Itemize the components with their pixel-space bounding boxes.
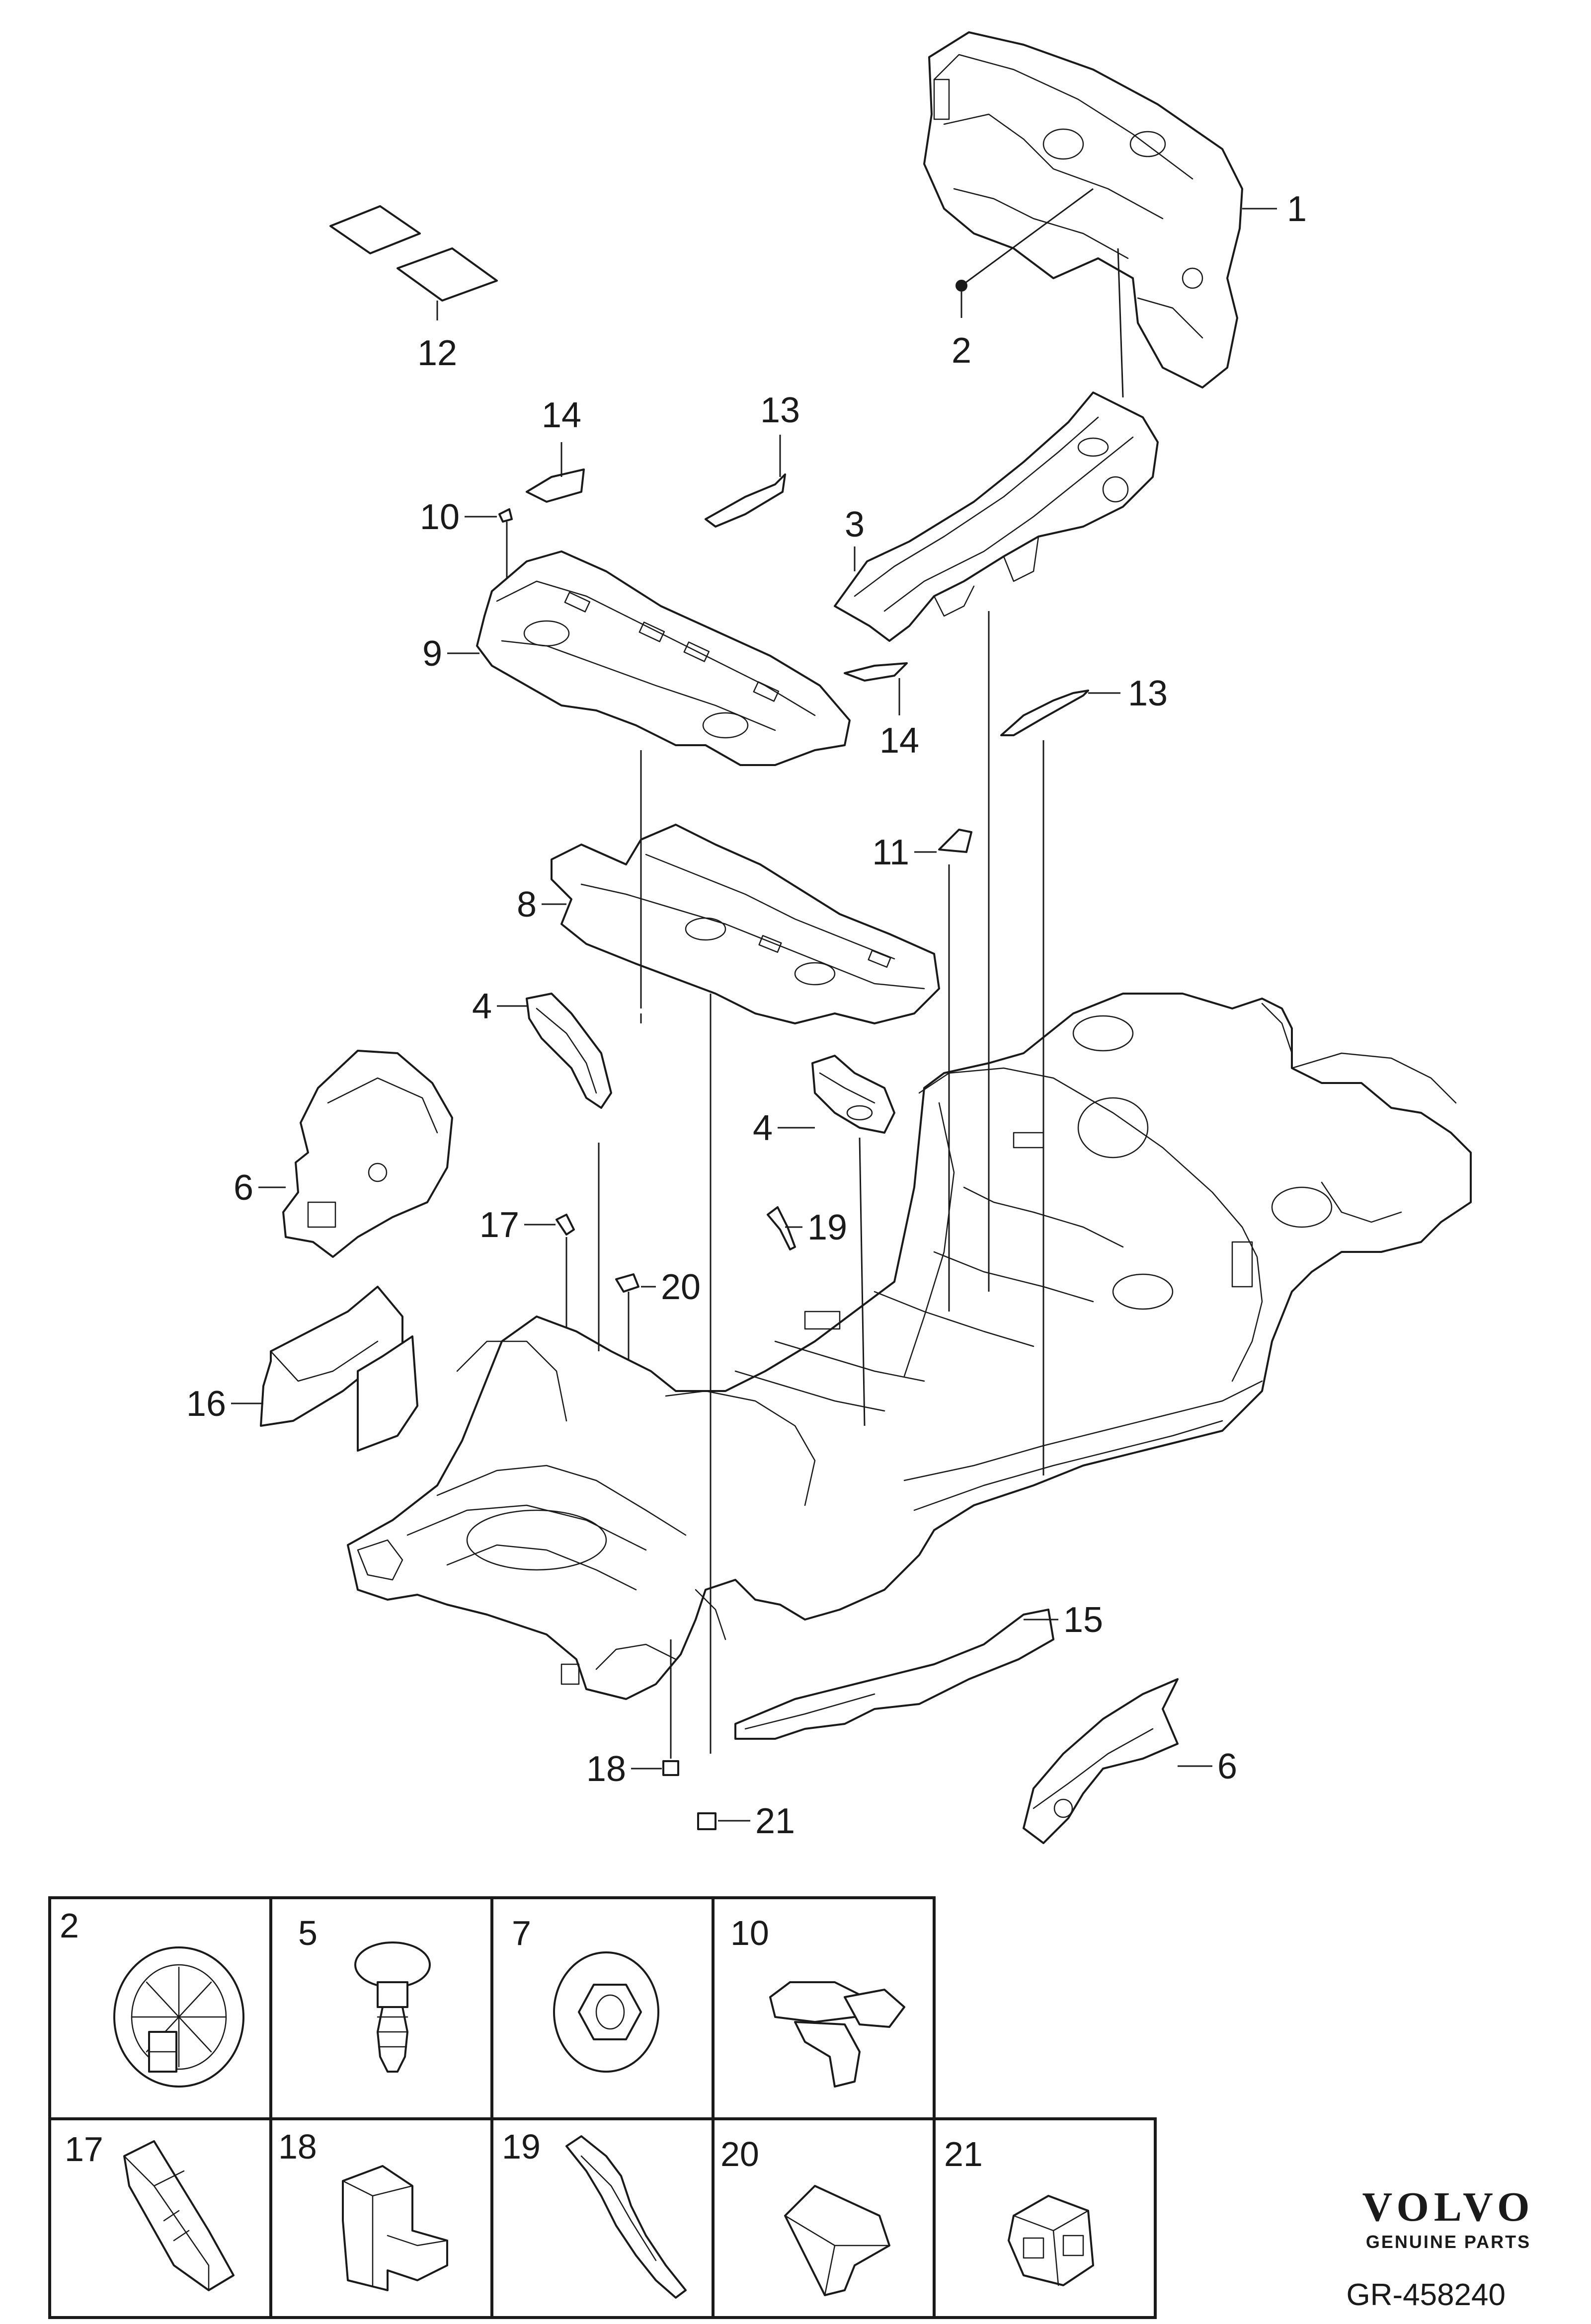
part-17-block	[524, 1214, 575, 1331]
callout-6-upper: 6	[234, 1168, 253, 1208]
legend-number-20: 20	[720, 2135, 759, 2173]
diagram-reference: GR-458240	[1346, 2278, 1506, 2312]
brand-tagline: GENUINE PARTS	[1366, 2232, 1531, 2252]
part-13-upper	[705, 435, 786, 528]
part-12-pads	[329, 205, 498, 320]
legend-cell-5: 5	[298, 1914, 431, 2073]
panel-clip-icon	[769, 1981, 905, 2088]
part-6-upper	[258, 1050, 453, 1258]
legend-number-10: 10	[730, 1914, 769, 1952]
part-16-insulation-block	[231, 1286, 418, 1452]
legend-number-5: 5	[298, 1914, 318, 1952]
part-13-lower	[1000, 690, 1120, 736]
volvo-logo: VOLVO GENUINE PARTS	[1362, 2184, 1535, 2252]
callout-13-upper: 13	[760, 390, 800, 430]
part-4-left	[497, 993, 612, 1109]
callout-20: 20	[661, 1267, 701, 1307]
callout-18: 18	[586, 1749, 626, 1789]
callout-10: 10	[420, 497, 460, 537]
brand-name: VOLVO	[1362, 2184, 1535, 2230]
callout-16: 16	[186, 1384, 226, 1424]
callout-17: 17	[479, 1205, 519, 1245]
part-9-floor-insulation-front	[447, 550, 851, 766]
push-rivet-icon	[354, 1941, 431, 2073]
callout-1: 1	[1287, 189, 1307, 229]
callout-9: 9	[422, 634, 442, 674]
legend-cell-18: 18	[278, 2127, 448, 2291]
part-4-right	[778, 1055, 895, 1134]
callout-3: 3	[845, 505, 865, 544]
part-19-strip	[767, 1206, 802, 1250]
part-11-patch	[914, 829, 972, 853]
wedge-clip-icon	[784, 2185, 890, 2296]
callout-4-right: 4	[753, 1108, 773, 1148]
callout-15: 15	[1063, 1600, 1103, 1640]
part-1-firewall-insulation	[923, 31, 1277, 388]
part-21-clip	[697, 1812, 750, 1830]
callout-21: 21	[755, 1801, 795, 1841]
callout-19: 19	[807, 1208, 847, 1247]
clamp-clip-icon	[1008, 2195, 1094, 2286]
part-14-upper	[526, 442, 585, 503]
legend-cell-7: 7	[512, 1914, 659, 2073]
legend-number-18: 18	[278, 2127, 317, 2166]
legend-cell-20: 20	[720, 2135, 890, 2296]
foam-block-icon	[123, 2140, 235, 2291]
body-in-white-floor	[347, 248, 1472, 1754]
round-clip-icon	[113, 1946, 244, 2088]
part-15-sill-insulation	[734, 1609, 1058, 1740]
callout-4-left: 4	[472, 987, 492, 1026]
legend-number-19: 19	[502, 2127, 541, 2166]
callout-12: 12	[417, 333, 457, 373]
part-10-clip	[465, 508, 513, 586]
callout-11: 11	[872, 833, 909, 872]
legend-number-21: 21	[944, 2135, 983, 2173]
fastener-legend-grid-row2	[48, 2117, 1157, 2319]
part-3-tunnel-insulation	[834, 391, 1159, 642]
part-18-clip	[631, 1639, 679, 1776]
legend-cell-19: 19	[502, 2127, 687, 2299]
foam-strip-icon	[565, 2135, 687, 2299]
callout-6-lower: 6	[1217, 1747, 1237, 1786]
part-2-clip-marker	[955, 188, 1094, 318]
legend-number-7: 7	[512, 1914, 531, 1952]
part-14-lower	[844, 662, 908, 715]
callout-14-lower: 14	[879, 721, 919, 761]
flange-nut-icon	[553, 1951, 659, 2073]
callout-14-upper: 14	[542, 395, 581, 435]
legend-cell-10: 10	[730, 1914, 905, 2088]
bracket-clip-icon	[342, 2165, 448, 2291]
legend-cell-2: 2	[60, 1906, 244, 2088]
legend-cell-21: 21	[944, 2135, 1094, 2286]
callout-8: 8	[517, 885, 537, 925]
legend-number-17: 17	[65, 2130, 103, 2169]
callout-13-lower: 13	[1128, 674, 1168, 713]
legend-cell-17: 17	[65, 2130, 235, 2291]
legend-number-2: 2	[60, 1906, 79, 1945]
callout-2: 2	[952, 331, 971, 371]
part-6-lower	[1023, 1678, 1212, 1844]
part-8-floor-insulation-rear	[542, 824, 940, 1024]
